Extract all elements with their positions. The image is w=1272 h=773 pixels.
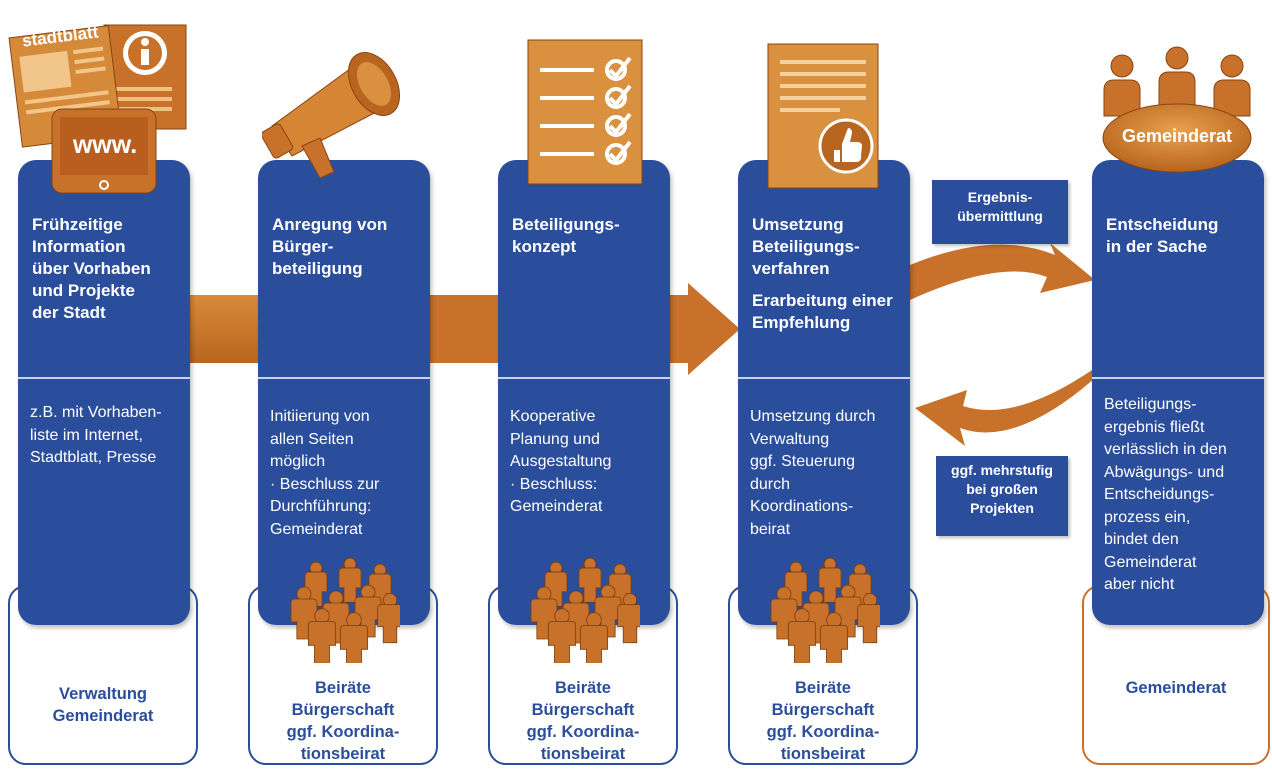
newspaper-info-tablet-icon: stadtblatt www. bbox=[8, 5, 198, 197]
divider bbox=[738, 377, 910, 379]
council-icon-label: Gemeinderat bbox=[1121, 126, 1233, 146]
council-people-icon: Gemeinderat bbox=[1094, 46, 1260, 186]
divider bbox=[258, 377, 430, 379]
checklist-icon bbox=[526, 38, 646, 186]
stage2-panel: Anregung von Bürger- beteiligung Initiie… bbox=[258, 160, 430, 625]
stage5-actors: Gemeinderat bbox=[1125, 679, 1227, 697]
stage5-description: Beteiligungs- ergebnis fließt verlässlic… bbox=[1104, 396, 1227, 593]
citizen-group-icon bbox=[770, 548, 880, 663]
stage5-title: Entscheidung in der Sache bbox=[1106, 215, 1219, 256]
stage1-description: z.B. mit Vorhaben- liste im Internet, St… bbox=[30, 404, 162, 466]
result-transfer-label: Ergebnis- übermittlung bbox=[932, 180, 1068, 244]
megaphone-icon bbox=[262, 38, 422, 188]
connector-bar-1 bbox=[188, 295, 260, 363]
citizen-group-icon bbox=[290, 548, 400, 663]
stage2-description: Initiierung von allen Seiten möglich · B… bbox=[270, 408, 380, 538]
divider bbox=[498, 377, 670, 379]
stage2-title: Anregung von Bürger- beteiligung bbox=[272, 215, 388, 278]
stage4-panel: Umsetzung Beteiligungs- verfahren Erarbe… bbox=[738, 160, 910, 625]
stage1-title: Frühzeitige Information über Vorhaben un… bbox=[32, 215, 151, 322]
connector-bar-2 bbox=[428, 295, 500, 363]
curved-arrow-back bbox=[915, 368, 1095, 446]
document-thumbs-up-icon bbox=[766, 42, 882, 190]
divider bbox=[1092, 377, 1264, 379]
multistage-label: ggf. mehrstufig bei großen Projekten bbox=[936, 456, 1068, 536]
stage1-actors: Verwaltung Gemeinderat bbox=[52, 685, 154, 725]
curved-arrow-forward bbox=[910, 243, 1095, 300]
stage4-title: Umsetzung Beteiligungs- verfahren bbox=[752, 215, 860, 278]
citizen-group-icon bbox=[530, 548, 640, 663]
connector-arrow-3 bbox=[668, 283, 740, 375]
stage4-description: Umsetzung durch Verwaltung ggf. Steuerun… bbox=[750, 408, 876, 538]
stage3-panel: Beteiligungs- konzept Kooperative Planun… bbox=[498, 160, 670, 625]
stage3-actors: Beiräte Bürgerschaft ggf. Koordina- tion… bbox=[526, 679, 640, 763]
stage1-panel: Frühzeitige Information über Vorhaben un… bbox=[18, 160, 190, 625]
stage2-actors: Beiräte Bürgerschaft ggf. Koordina- tion… bbox=[286, 679, 400, 763]
stage4-actors: Beiräte Bürgerschaft ggf. Koordina- tion… bbox=[766, 679, 880, 763]
stage4-subtitle: Erarbeitung einer Empfehlung bbox=[752, 291, 893, 332]
stage3-description: Kooperative Planung und Ausgestaltung · … bbox=[510, 408, 612, 515]
tablet-www-text: www. bbox=[72, 131, 138, 159]
stage5-panel: Entscheidung in der Sache Beteiligungs- … bbox=[1092, 160, 1264, 625]
divider bbox=[18, 377, 190, 379]
stage3-title: Beteiligungs- konzept bbox=[512, 215, 620, 256]
